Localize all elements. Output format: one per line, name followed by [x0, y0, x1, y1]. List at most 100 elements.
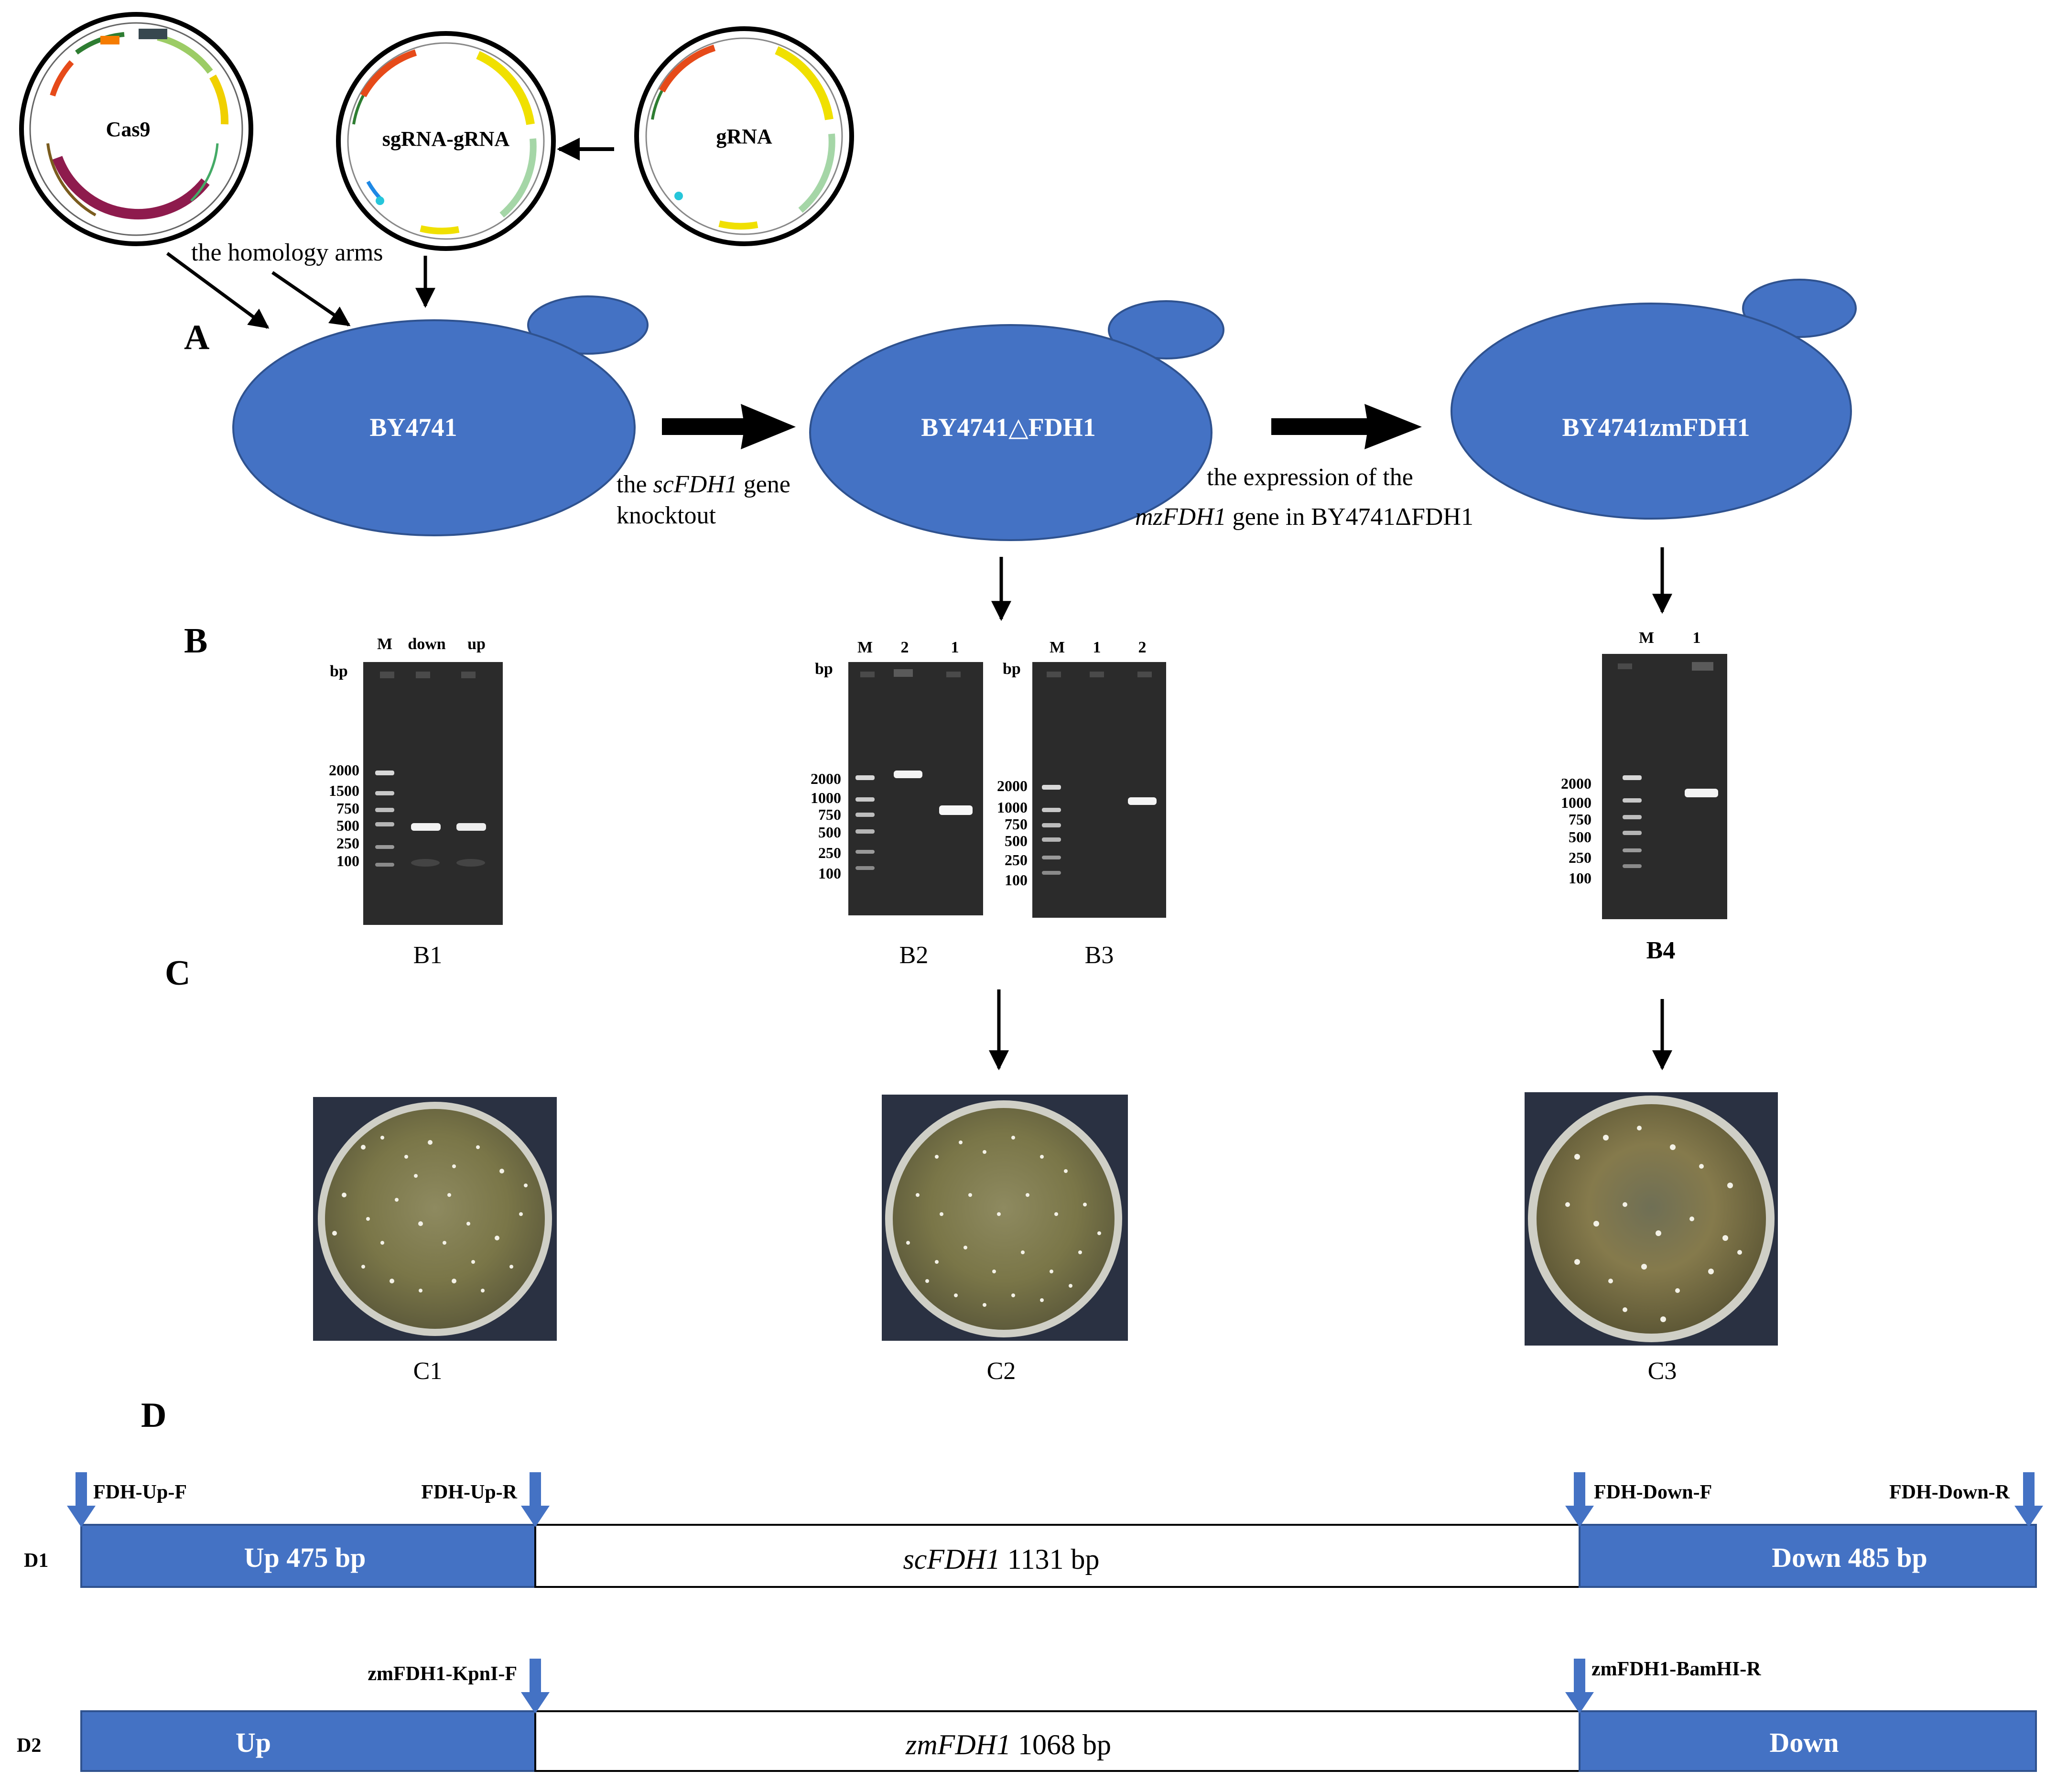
primer-arrow-fdh-up-f [67, 1472, 96, 1527]
plasmid-sgrna-grna: sgRNA-gRNA [336, 31, 556, 251]
gel-b2-marker-750: 750 [818, 806, 841, 823]
gel-b4-marker-250: 250 [1569, 849, 1591, 866]
gel-b4-marker-100: 100 [1569, 869, 1591, 887]
gel-b3-marker-labels: 2000 1000 750 500 250 100 [997, 777, 1028, 889]
d2-gene-box [534, 1710, 1581, 1772]
gel-b3-marker-750: 750 [1005, 815, 1028, 833]
gel-b2-lane-m: M [857, 639, 873, 656]
gel-b4-marker-2000: 2000 [1561, 775, 1591, 792]
expression-gene: mzFDH1 [1135, 503, 1226, 531]
primer-fdh-down-f: FDH-Down-F [1594, 1481, 1712, 1503]
gel-b2 [848, 662, 983, 915]
knockout-post: gene [737, 471, 790, 498]
construct-d1 [80, 1524, 2037, 1588]
gel-b1 [363, 662, 503, 925]
primer-arrow-kpni-f [521, 1659, 550, 1714]
knockout-label-line1: the scFDH1 gene [617, 471, 790, 498]
gel-b2-lane-1: 1 [951, 639, 959, 656]
primer-arrow-fdh-down-r [2014, 1472, 2043, 1527]
panel-label-a: A [184, 318, 209, 357]
gel-b3-marker-500: 500 [1005, 832, 1028, 849]
panel-label-b: B [184, 621, 207, 661]
gel-b4-marker-500: 500 [1569, 828, 1591, 846]
primer-zmfdh1-bamhi-r: zmFDH1-BamHI-R [1591, 1658, 1761, 1680]
d1-gene-label: scFDH1 1131 bp [903, 1543, 1099, 1575]
primer-fdh-down-r: FDH-Down-R [1889, 1481, 2010, 1503]
gel-b3-caption: B3 [1085, 942, 1114, 969]
gel-b4-marker-labels: 2000 1000 750 500 250 100 [1561, 775, 1591, 887]
strain-by4741-dfdh1-label: BY4741△FDH1 [921, 413, 1096, 442]
gel-b3-lane-1: 1 [1093, 639, 1101, 656]
d1-down-label: Down 485 bp [1772, 1542, 1927, 1573]
primer-zmfdh1-kpni-f: zmFDH1-KpnI-F [368, 1663, 517, 1685]
plasmid-grna: gRNA [634, 26, 854, 246]
expression-label-line2: mzFDH1 gene in BY4741ΔFDH1 [1135, 503, 1473, 531]
plasmid-cas9-label: Cas9 [106, 118, 151, 141]
d1-gene-size: 1131 bp [1000, 1543, 1100, 1575]
gel-b3-unit: bp [1003, 660, 1021, 678]
homology-arms-label: the homology arms [191, 239, 383, 266]
d1-label: D1 [24, 1550, 48, 1572]
arrow-cas9-to-by4741 [166, 252, 270, 329]
knockout-gene: scFDH1 [653, 471, 737, 498]
gel-b2-marker-1000: 1000 [811, 789, 841, 806]
gel-b4 [1602, 654, 1727, 919]
panel-label-d: D [141, 1396, 166, 1435]
arrow-knockout [662, 404, 796, 449]
arrow-homology-to-by4741 [271, 271, 351, 326]
expression-post: gene in BY4741ΔFDH1 [1226, 503, 1473, 531]
gel-b1-marker-labels: 2000 1500 750 500 250 100 [329, 761, 359, 869]
primer-fdh-up-r: FDH-Up-R [421, 1481, 517, 1503]
gel-b3 [1032, 662, 1166, 918]
d2-down-label: Down [1769, 1727, 1839, 1758]
cell-by4741-dfdh1: BY4741△FDH1 [809, 300, 1224, 541]
gel-b1-lane-up: up [467, 635, 486, 653]
gel-b1-marker-250: 250 [336, 835, 359, 852]
gel-b2-unit: bp [815, 660, 833, 678]
d2-up-arm [80, 1710, 536, 1772]
d2-gene-name: zmFDH1 [905, 1729, 1011, 1760]
panel-label-c: C [165, 954, 190, 993]
gel-b3-marker-250: 250 [1005, 851, 1028, 869]
knockout-pre: the [617, 471, 653, 498]
gel-b1-lane-down: down [408, 635, 445, 653]
d1-up-arm [80, 1524, 536, 1588]
gel-b4-lane-m: M [1639, 629, 1654, 647]
d1-gene-box [534, 1524, 1581, 1588]
strain-by4741zmfdh1-label: BY4741zmFDH1 [1562, 413, 1750, 442]
primer-arrow-fdh-down-f [1565, 1472, 1594, 1527]
gel-b1-unit: bp [330, 662, 348, 680]
cell-by4741: BY4741 [232, 295, 649, 536]
d1-primer-arrows [67, 1472, 2043, 1527]
plasmid-grna-label: gRNA [716, 125, 772, 148]
gel-b4-marker-1000: 1000 [1561, 794, 1591, 811]
gel-b3-lane-2: 2 [1138, 639, 1147, 656]
gel-b1-marker-2000: 2000 [329, 761, 359, 779]
strain-by4741-label: BY4741 [369, 413, 457, 442]
d1-down-arm [1579, 1524, 2037, 1588]
primer-arrow-bamhi-r [1565, 1659, 1594, 1714]
gel-b2-caption: B2 [899, 942, 929, 969]
gel-b3-marker-2000: 2000 [997, 777, 1028, 794]
d2-up-label: Up [236, 1727, 271, 1758]
plate-c1-caption: C1 [413, 1358, 443, 1385]
d1-up-label: Up 475 bp [244, 1542, 366, 1573]
gel-b4-lane-1: 1 [1693, 629, 1701, 647]
arrow-expression [1271, 404, 1422, 449]
gel-b1-marker-750: 750 [336, 800, 359, 817]
d2-gene-label: zmFDH1 1068 bp [905, 1729, 1111, 1760]
plate-c3-caption: C3 [1648, 1358, 1677, 1385]
primer-arrow-fdh-up-r [521, 1472, 550, 1527]
plate-c2-caption: C2 [987, 1358, 1016, 1385]
plate-c2 [882, 1095, 1128, 1341]
construct-d2 [80, 1710, 2037, 1772]
gel-b2-marker-100: 100 [818, 865, 841, 882]
gel-b3-marker-1000: 1000 [997, 799, 1028, 816]
gel-b1-lane-m: M [377, 635, 392, 653]
gel-b4-marker-750: 750 [1569, 811, 1591, 828]
gel-b2-marker-labels: 2000 1000 750 500 250 100 [811, 770, 841, 882]
knockout-label-line2: knocktout [617, 502, 716, 529]
primer-fdh-up-f: FDH-Up-F [93, 1481, 187, 1503]
gel-b3-lane-m: M [1050, 639, 1065, 656]
